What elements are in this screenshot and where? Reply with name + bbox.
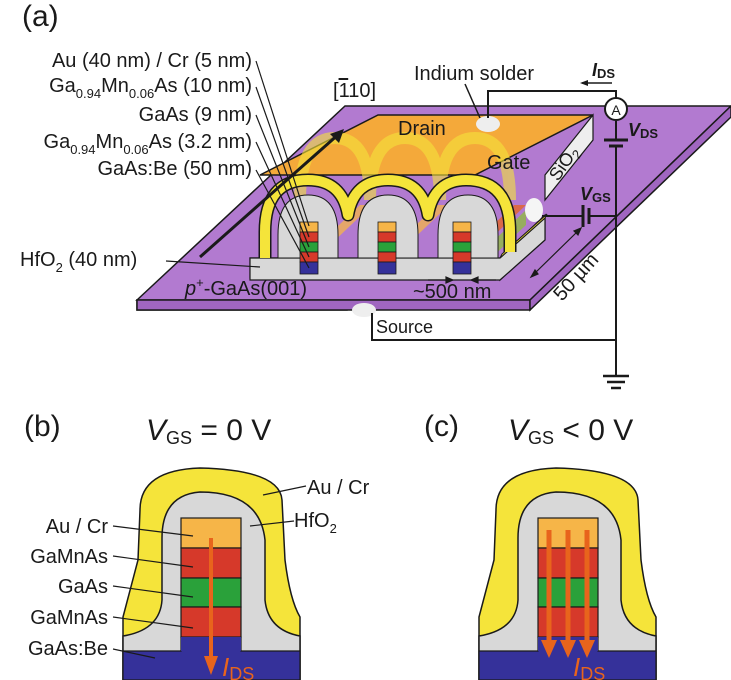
sio2-layer bbox=[544, 113, 594, 202]
current-arrow-c-1 bbox=[541, 530, 557, 658]
vds-label: VDS bbox=[628, 120, 658, 141]
leader-lines bbox=[165, 60, 310, 269]
label-b-aucr: Au / Cr bbox=[46, 516, 109, 538]
layer-labels: Au (40 nm) / Cr (5 nm) Ga0.94Mn0.06As (1… bbox=[44, 50, 252, 180]
vgs-label: VGS bbox=[580, 184, 611, 205]
indium-solder-gate bbox=[525, 198, 543, 222]
indium-solder-label: Indium solder bbox=[414, 63, 534, 85]
indium-solder-drain bbox=[476, 116, 500, 132]
label-b-gaas: GaAs bbox=[58, 576, 108, 598]
label-gamnas-10: Ga0.94Mn0.06As (10 nm) bbox=[49, 75, 252, 101]
leader-lines-b bbox=[112, 485, 307, 659]
fin-stack-3 bbox=[452, 221, 472, 275]
label-b-gate-aucr: Au / Cr bbox=[307, 477, 370, 499]
panel-c-title: VGS < 0 V bbox=[508, 414, 633, 448]
direction-label: [110] bbox=[333, 80, 376, 102]
width-label: ~500 nm bbox=[413, 281, 491, 303]
fin-stack-2 bbox=[377, 221, 397, 275]
source-label: Source bbox=[376, 317, 433, 337]
label-aucr: Au (40 nm) / Cr (5 nm) bbox=[52, 50, 252, 72]
substrate-label: p+-GaAs(001) bbox=[184, 275, 307, 300]
label-gaas-9: GaAs (9 nm) bbox=[139, 104, 252, 126]
ids-label: IDS bbox=[592, 60, 615, 81]
indium-leader bbox=[464, 83, 481, 119]
gate-label: Gate bbox=[487, 152, 530, 174]
width-marker bbox=[428, 276, 496, 284]
current-arrow-b bbox=[204, 538, 218, 675]
ids-label-b: IDS bbox=[222, 652, 254, 680]
panel-c-label: (c) bbox=[424, 410, 459, 443]
current-arrow-c-3 bbox=[579, 530, 595, 658]
current-arrows-c bbox=[541, 530, 595, 658]
label-b-gamnas-top: GaMnAs bbox=[30, 546, 108, 568]
indium-solder-source bbox=[352, 303, 376, 317]
label-gamnas-3: Ga0.94Mn0.06As (3.2 nm) bbox=[44, 131, 252, 157]
panel-b-label: (b) bbox=[24, 410, 61, 443]
left-labels-b: Au / Cr GaMnAs GaAs GaMnAs GaAs:Be bbox=[28, 516, 108, 660]
svg-text:A: A bbox=[611, 102, 621, 118]
ids-arrow bbox=[580, 80, 612, 86]
length-marker bbox=[529, 226, 583, 279]
circuit-wires bbox=[371, 90, 629, 390]
label-gaasbe: GaAs:Be (50 nm) bbox=[97, 158, 252, 180]
panel-b-title: VGS = 0 V bbox=[146, 414, 271, 448]
current-arrow-c-2 bbox=[560, 530, 576, 658]
label-b-hfo2: HfO2 bbox=[294, 510, 337, 536]
panel-a-label: (a) bbox=[22, 0, 59, 33]
label-b-gaasbe: GaAs:Be bbox=[28, 638, 108, 660]
drain-label: Drain bbox=[398, 118, 446, 140]
hfo2-label: HfO2 (40 nm) bbox=[20, 249, 137, 275]
ammeter-icon: A bbox=[604, 97, 628, 121]
label-b-gamnas-bottom: GaMnAs bbox=[30, 607, 108, 629]
ids-label-c: IDS bbox=[573, 652, 605, 680]
